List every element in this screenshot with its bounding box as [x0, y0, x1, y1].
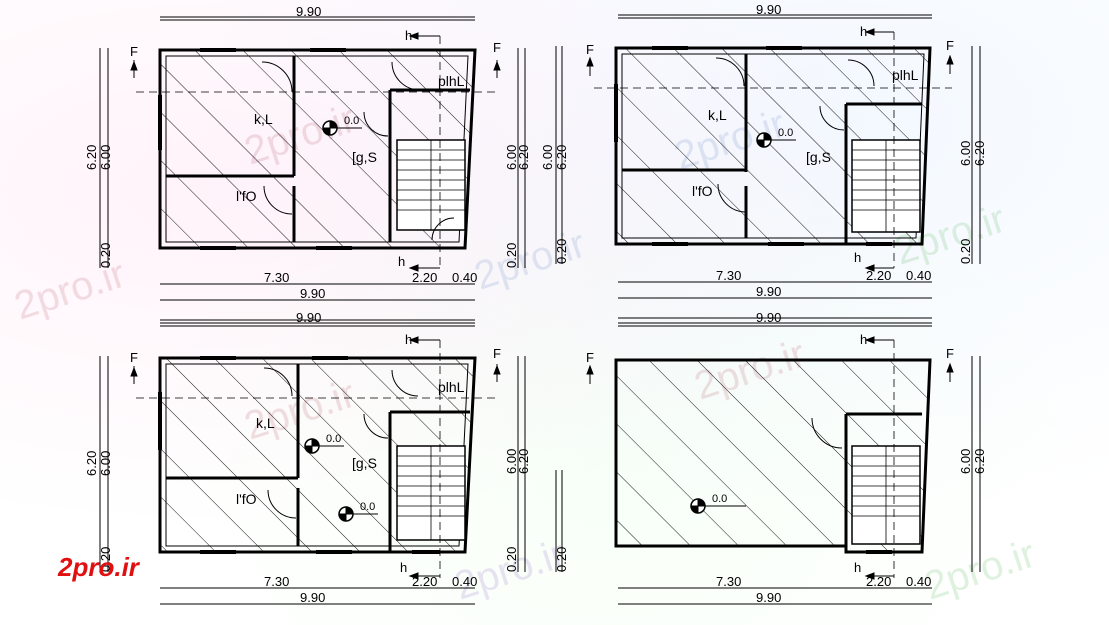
level-value-2: 0.0 — [360, 501, 375, 513]
dim-left-1: 6.20 — [84, 451, 99, 476]
cut-mark-bottom: h — [854, 560, 861, 575]
cut-mark-bottom: h — [398, 254, 405, 269]
room-label-kitchen: l'fO — [236, 491, 257, 507]
dim-right-2: 6.20 — [516, 449, 531, 474]
room-label-kitchen: l'fO — [236, 188, 257, 204]
plan-4-labels: F F h h 0.0 0.20 6.00 6.20 7.30 2.20 0.4… — [554, 332, 987, 605]
plan-3: 9.90 — [99, 310, 526, 605]
cut-mark-top: h — [405, 28, 412, 43]
dim-top: 9.90 — [756, 310, 781, 325]
dim-bottom-2: 2.20 — [412, 270, 437, 285]
dim-bottom-1: 7.30 — [264, 574, 289, 589]
level-value: 0.0 — [712, 493, 727, 505]
dim-left-1: 0.20 — [554, 547, 569, 572]
section-mark-right: F — [493, 40, 501, 55]
plan-1-labels: F F h h k,L [g,S l'fO plhL 0.0 6.20 6.00… — [84, 28, 531, 301]
dim-right-2: 6.20 — [516, 145, 531, 170]
stairs — [397, 140, 465, 230]
dim-top: 9.90 — [756, 2, 781, 17]
dim-bottom-total: 9.90 — [300, 286, 325, 301]
section-mark-right: F — [946, 346, 954, 361]
dim-left-1: 6.20 — [84, 145, 99, 170]
room-label-living: k,L — [708, 107, 727, 123]
dim-bottom-1: 7.30 — [716, 574, 741, 589]
section-mark-left: F — [130, 44, 138, 59]
room-label-kitchen: l'fO — [692, 183, 713, 199]
dim-left-3: 0.20 — [554, 239, 569, 264]
plan-4: 9.90 — [555, 310, 981, 605]
dim-bottom-1: 7.30 — [264, 270, 289, 285]
level-value-1: 0.0 — [326, 433, 341, 445]
room-label-wc: plhL — [892, 67, 919, 83]
plan-2: 9.90 — [555, 2, 981, 319]
cut-mark-bottom: h — [854, 250, 861, 265]
level-value: 0.0 — [778, 127, 793, 139]
room-label-stair: [g,S — [352, 455, 377, 471]
dim-left-1: 6.00 — [540, 145, 555, 170]
dim-left-3: 0.20 — [98, 243, 113, 268]
section-mark-left: F — [586, 350, 594, 365]
dim-bottom-3: 0.40 — [906, 574, 931, 589]
dim-top: 9.90 — [296, 4, 321, 19]
section-mark-right: F — [493, 346, 501, 361]
section-mark-left: F — [586, 42, 594, 57]
dim-right-3: 0.20 — [504, 547, 519, 572]
dim-right-3: 0.20 — [504, 243, 519, 268]
dim-bottom-total: 9.90 — [756, 284, 781, 299]
room-label-wc: plhL — [438, 379, 465, 395]
watermark-text: 2pro.ir — [469, 222, 590, 299]
cut-mark-bottom: h — [400, 560, 407, 575]
dim-right-1: 6.00 — [958, 449, 973, 474]
cut-mark-top: h — [860, 332, 867, 347]
level-value: 0.0 — [344, 115, 359, 127]
dim-bottom-total: 9.90 — [756, 590, 781, 605]
plan-3-labels: F F h h k,L [g,S l'fO plhL 0.0 0.0 6.20 … — [84, 332, 531, 605]
section-mark-right: F — [946, 38, 954, 53]
dim-top: 9.90 — [296, 310, 321, 325]
dim-right-3: 0.20 — [958, 239, 973, 264]
room-label-stair: [g,S — [352, 149, 377, 165]
dim-left-2: 6.00 — [98, 145, 113, 170]
site-logo: 2pro.ir — [58, 552, 139, 582]
dim-bottom-3: 0.40 — [452, 574, 477, 589]
dim-right-1: 6.00 — [504, 449, 519, 474]
plan-2-labels: F F h h k,L [g,S l'fO plhL 0.0 6.00 6.20… — [540, 24, 987, 299]
dim-right-2: 6.20 — [972, 141, 987, 166]
room-label-living: k,L — [254, 111, 273, 127]
room-label-stair: [g,S — [806, 149, 831, 165]
cut-mark-top: h — [405, 332, 412, 347]
room-label-wc: plhL — [438, 73, 465, 89]
dim-bottom-2: 2.20 — [412, 574, 437, 589]
dim-bottom-1: 7.30 — [716, 268, 741, 283]
dim-right-2: 6.20 — [972, 449, 987, 474]
dim-right-1: 6.00 — [504, 145, 519, 170]
dim-bottom-2: 2.20 — [866, 574, 891, 589]
plan-1: 9.90 — [99, 4, 526, 321]
dim-bottom-2: 2.20 — [866, 268, 891, 283]
dim-left-2: 6.00 — [98, 451, 113, 476]
dim-bottom-3: 0.40 — [906, 268, 931, 283]
dim-left-3: 0.20 — [98, 547, 113, 572]
section-mark-left: F — [130, 350, 138, 365]
dim-right-1: 6.00 — [958, 141, 973, 166]
dim-bottom-total: 9.90 — [300, 590, 325, 605]
dim-bottom-3: 0.40 — [452, 270, 477, 285]
room-label-living: k,L — [256, 415, 275, 431]
dim-left-2: 6.20 — [554, 145, 569, 170]
cut-mark-top: h — [860, 24, 867, 39]
